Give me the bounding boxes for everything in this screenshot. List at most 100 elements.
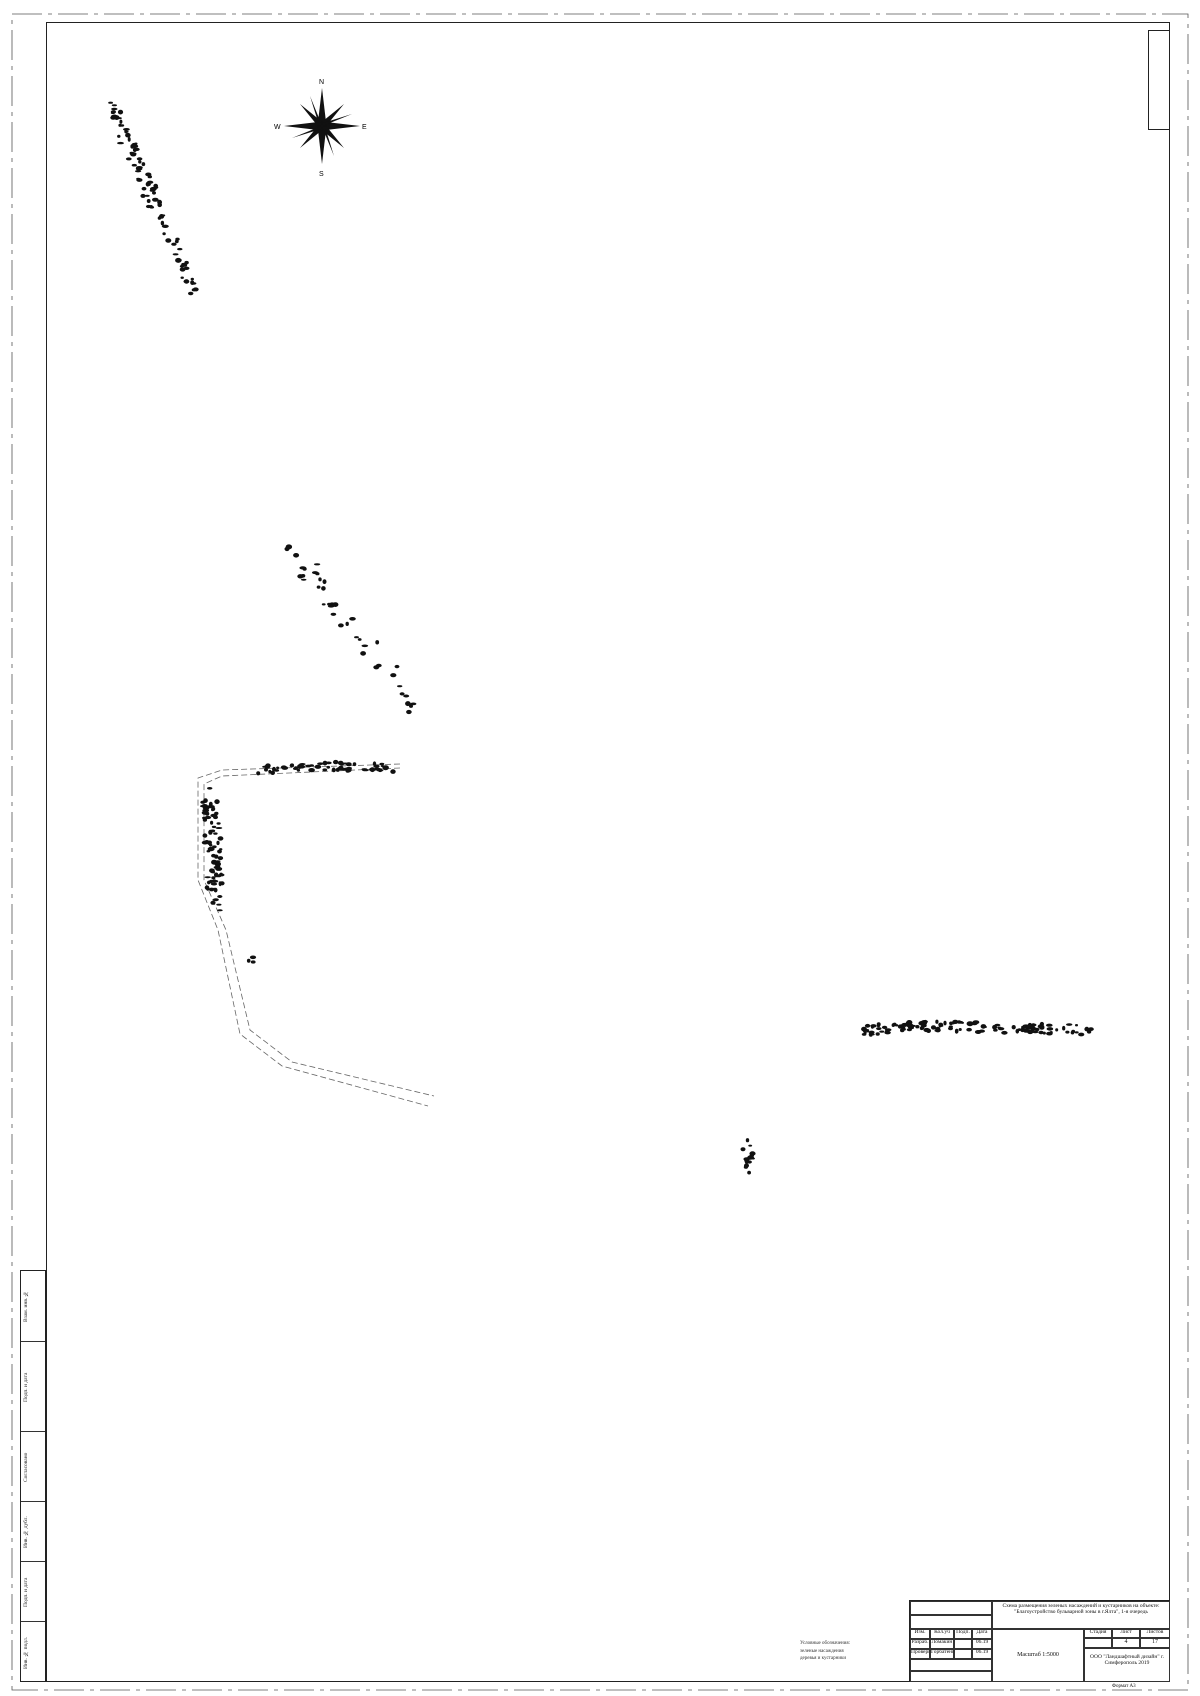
- tree-mark: [217, 895, 223, 898]
- tree-mark: [1074, 1031, 1079, 1034]
- tree-mark: [131, 163, 137, 167]
- legend-line: деревья и кустарники: [800, 1656, 847, 1661]
- sheet-header: Лист: [1112, 1629, 1140, 1638]
- tree-mark: [217, 856, 224, 861]
- tree-mark: [135, 166, 143, 171]
- legend-line: зеленые насаждения: [800, 1648, 844, 1654]
- tree-mark: [181, 262, 188, 265]
- tree-mark: [337, 760, 344, 766]
- tree-mark: [132, 147, 137, 152]
- tree-mark: [749, 1151, 756, 1156]
- tree-mark: [744, 1159, 750, 1162]
- tree-mark: [943, 1020, 947, 1026]
- stamp-date: 06.19: [972, 1649, 992, 1659]
- tree-mark: [204, 876, 211, 879]
- corner-box: [1148, 30, 1170, 130]
- tree-mark: [1017, 1028, 1021, 1031]
- tree-mark: [895, 1024, 899, 1027]
- tree-mark: [214, 811, 219, 816]
- tree-mark: [117, 109, 124, 115]
- tree-mark: [1049, 1031, 1053, 1034]
- tree-mark: [966, 1027, 972, 1032]
- tree-mark: [321, 586, 326, 591]
- tree-mark: [179, 265, 184, 268]
- tree-mark: [202, 818, 208, 822]
- tree-mark: [314, 764, 322, 769]
- tree-mark: [210, 882, 218, 886]
- tree-mark: [206, 881, 213, 884]
- tree-mark: [881, 1025, 888, 1029]
- tree-mark: [210, 820, 214, 825]
- tree-mark: [390, 673, 397, 678]
- tree-mark: [136, 157, 143, 161]
- tree-mark: [214, 872, 219, 878]
- tree-mark: [948, 1026, 953, 1031]
- tree-mark: [265, 763, 271, 768]
- tree-mark: [390, 769, 396, 774]
- tree-mark: [862, 1027, 867, 1033]
- tree-mark: [935, 1028, 941, 1033]
- tree-mark: [211, 853, 216, 858]
- tree-mark: [337, 766, 344, 771]
- tree-mark: [161, 224, 169, 228]
- stamp-grid-cell: [910, 1601, 992, 1615]
- stamp-sign: [954, 1649, 972, 1659]
- tree-mark: [250, 960, 256, 964]
- tree-mark: [326, 765, 331, 769]
- tree-mark: [325, 761, 332, 765]
- tree-mark: [172, 253, 179, 256]
- tree-mark: [1071, 1029, 1076, 1034]
- tree-mark: [131, 144, 139, 149]
- tree-mark: [117, 134, 121, 138]
- tree-mark: [118, 123, 122, 127]
- tree-mark: [125, 157, 132, 161]
- tree-mark: [399, 692, 405, 696]
- side-cell-label: Согласовано: [23, 1452, 29, 1482]
- tree-mark: [160, 220, 165, 226]
- tree-mark: [201, 804, 208, 808]
- tree-mark: [289, 764, 293, 767]
- tree-mark: [217, 836, 224, 841]
- tree-mark: [997, 1027, 1005, 1031]
- tree-mark: [210, 900, 216, 905]
- tree-mark: [117, 141, 124, 145]
- tree-mark: [748, 1144, 753, 1147]
- compass-east-label: E: [362, 124, 367, 131]
- side-cell-label: Подп. и дата: [23, 1577, 29, 1607]
- tree-mark: [276, 766, 280, 770]
- tree-mark: [1034, 1027, 1040, 1032]
- tree-mark: [268, 769, 272, 774]
- tree-mark: [213, 832, 218, 835]
- tree-mark: [297, 574, 304, 579]
- tree-mark: [333, 759, 339, 765]
- tree-mark: [171, 242, 177, 246]
- tree-mark: [935, 1019, 939, 1024]
- tree-mark: [204, 840, 210, 844]
- tree-mark: [344, 767, 351, 770]
- tree-mark: [871, 1033, 875, 1036]
- tree-mark: [272, 766, 276, 772]
- tree-mark: [190, 280, 195, 285]
- stamp-date: 06.19: [972, 1639, 992, 1649]
- tree-mark: [968, 1022, 973, 1026]
- tree-mark: [149, 189, 155, 192]
- tree-mark: [918, 1021, 926, 1026]
- side-cell: Инв. № подл.: [21, 1621, 45, 1683]
- tree-mark: [1038, 1030, 1044, 1035]
- stage-header: Стадия: [1084, 1629, 1112, 1638]
- tree-mark: [868, 1032, 873, 1037]
- tree-mark: [1021, 1025, 1025, 1029]
- tree-mark: [902, 1028, 906, 1031]
- tree-mark: [1065, 1030, 1070, 1034]
- tree-mark: [1030, 1023, 1037, 1027]
- tree-mark: [875, 1032, 880, 1036]
- tree-mark: [191, 288, 196, 292]
- tree-mark: [216, 903, 222, 906]
- tree-mark: [938, 1022, 944, 1027]
- tree-mark: [211, 876, 216, 880]
- tree-mark: [299, 763, 306, 766]
- tree-mark: [146, 180, 154, 184]
- tree-mark: [397, 685, 403, 688]
- stamp-name: Ломакин: [930, 1639, 954, 1649]
